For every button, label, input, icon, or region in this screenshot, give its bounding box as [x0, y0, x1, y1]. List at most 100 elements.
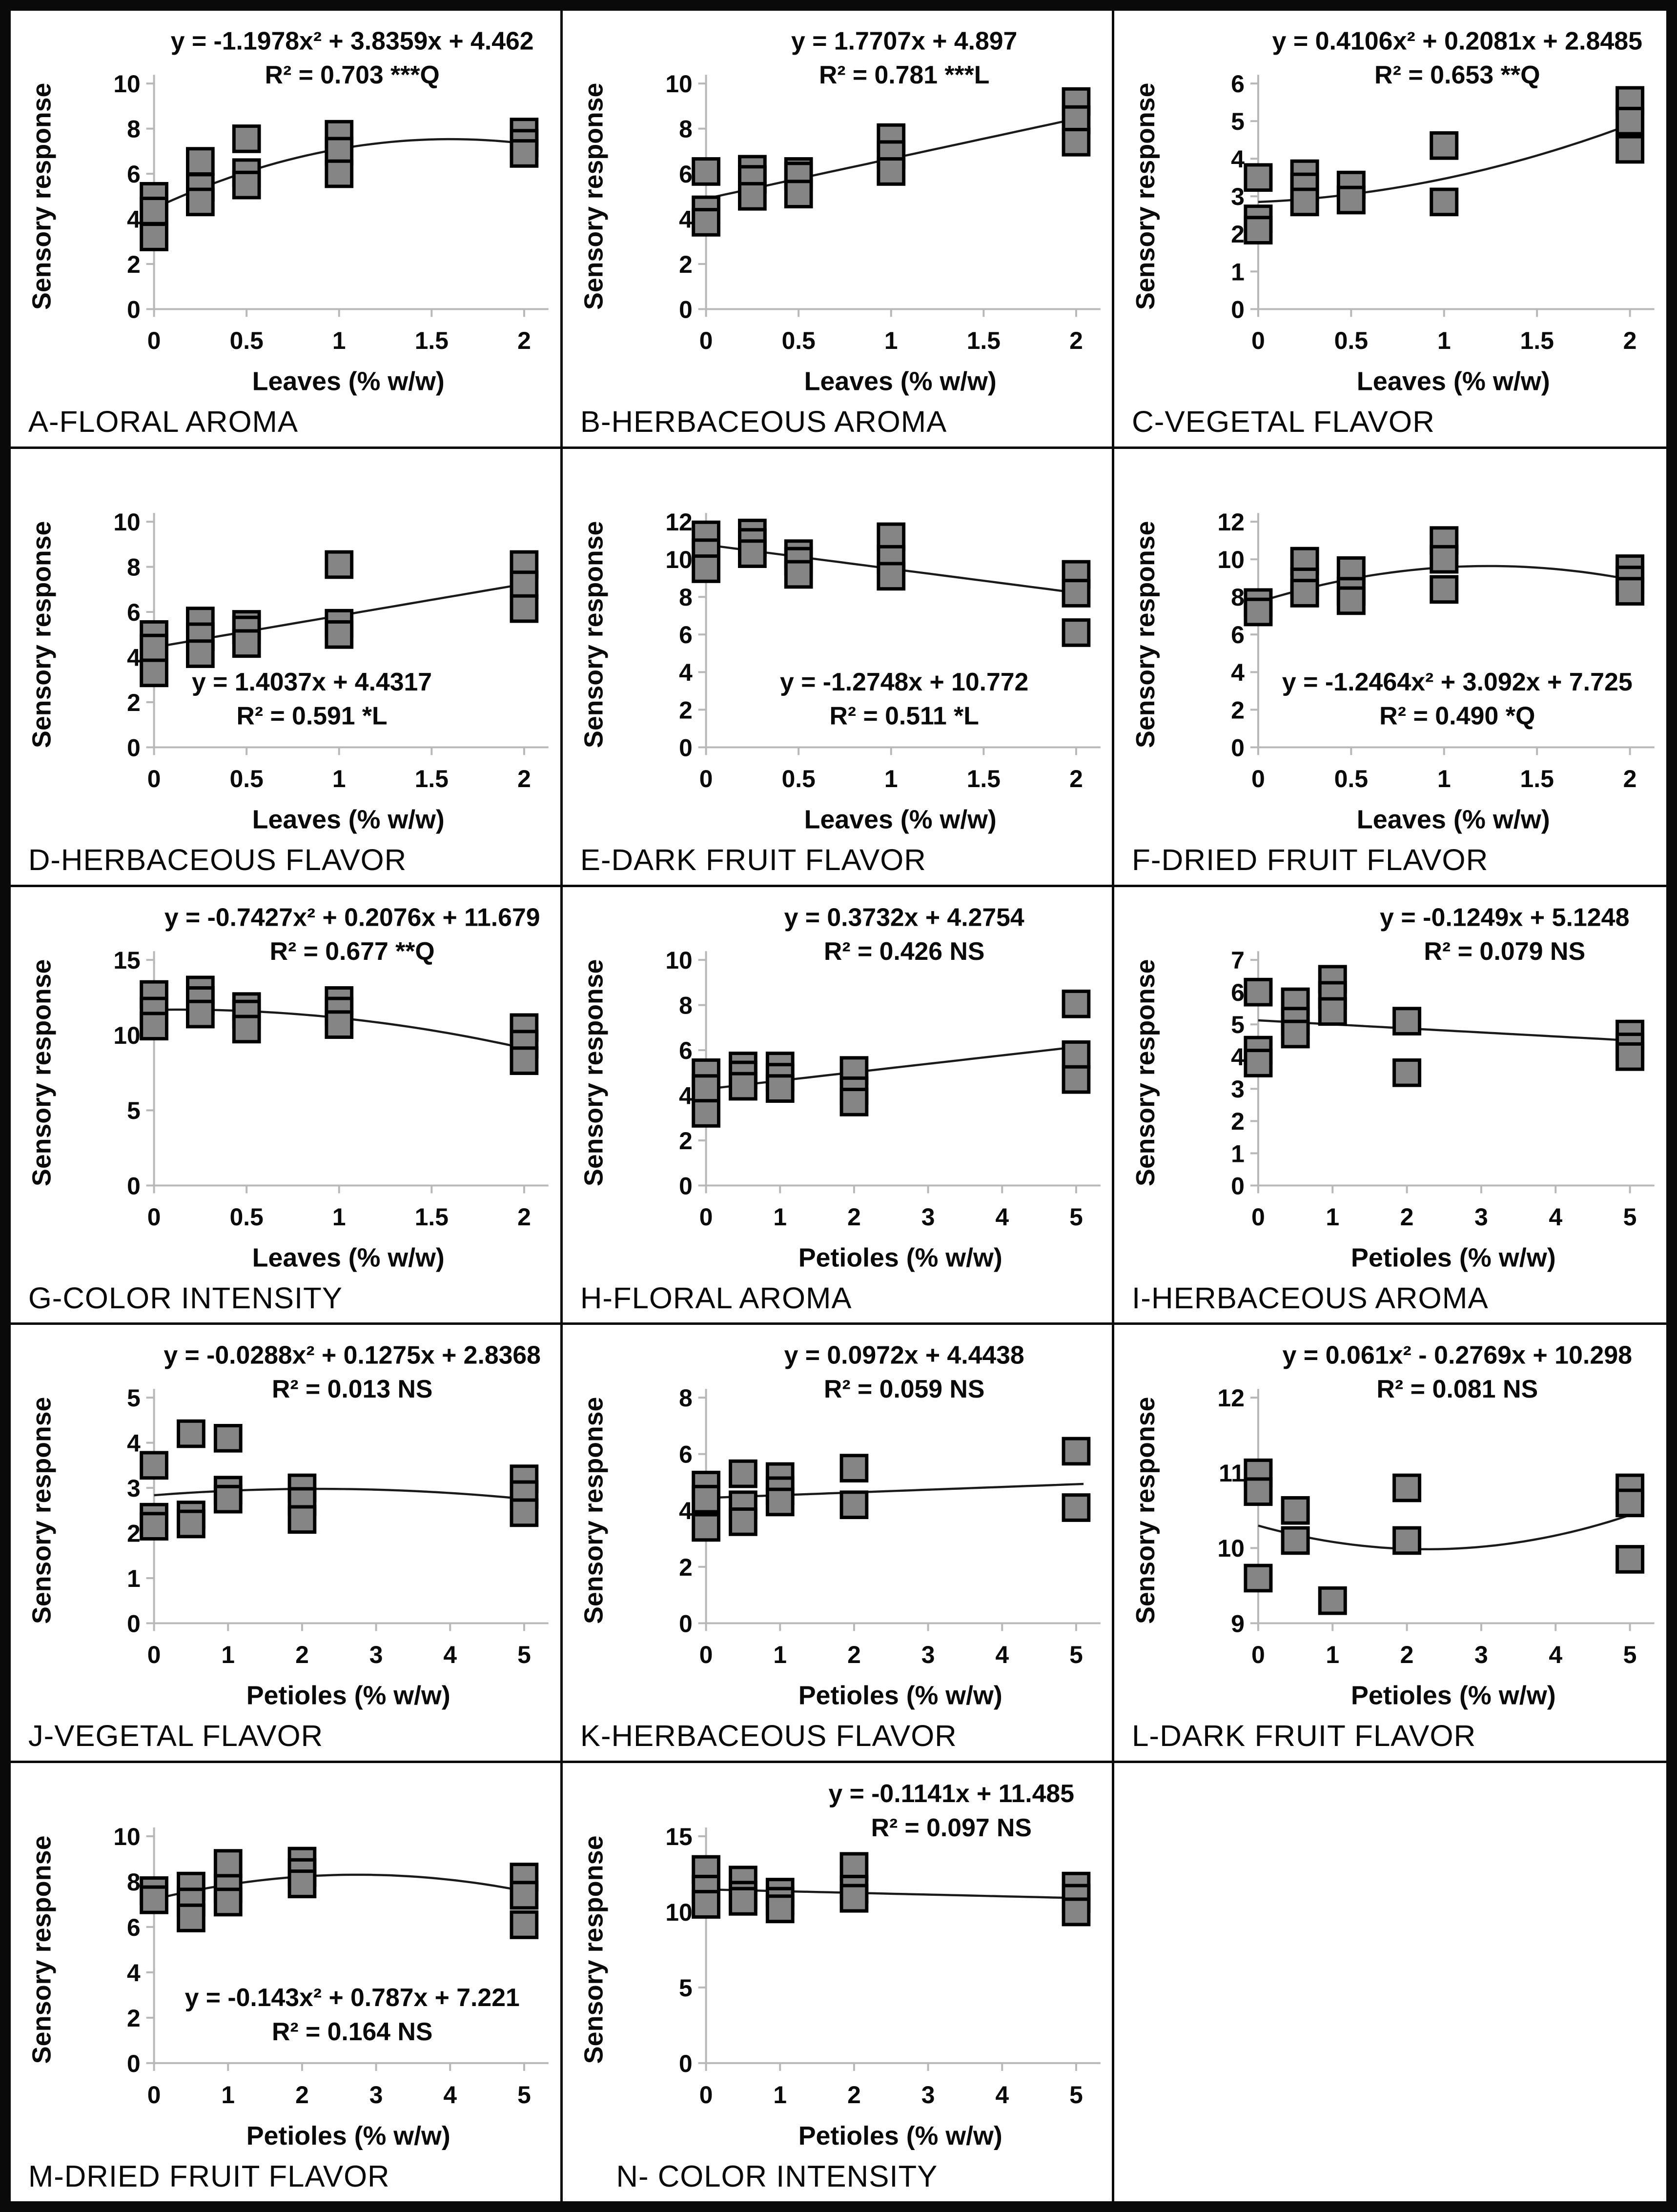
x-tick-label: 0	[1251, 1203, 1265, 1231]
x-tick-label: 1	[221, 2081, 235, 2109]
data-point-marker	[140, 223, 168, 251]
x-axis-title: Petioles (% w/w)	[798, 1243, 1002, 1272]
y-tick-label: 8	[679, 992, 693, 1019]
y-tick-label: 0	[679, 1610, 693, 1638]
r-squared-label: R² = 0.677 **Q	[270, 937, 435, 965]
y-tick-label: 3	[1231, 183, 1245, 210]
data-point-marker	[1616, 106, 1645, 136]
data-point-marker	[1062, 128, 1090, 157]
x-tick-label: 5	[1069, 1203, 1083, 1231]
y-tick-label: 6	[127, 599, 141, 626]
y-tick-label: 3	[127, 1475, 141, 1502]
equation-label: y = 0.4106x² + 0.2081x + 2.8485	[1272, 27, 1643, 55]
data-point-marker	[1062, 578, 1090, 608]
x-axis-title: Leaves (% w/w)	[1357, 805, 1550, 834]
equation-label: y = 0.061x² - 0.2769x + 10.298	[1283, 1341, 1633, 1369]
y-tick-label: 12	[665, 508, 692, 536]
y-tick-label: 2	[127, 1520, 141, 1547]
data-point-marker	[839, 1884, 868, 1913]
y-tick-label: 5	[679, 1974, 693, 2002]
x-axis-title: Petioles (% w/w)	[798, 1681, 1002, 1710]
trend-line	[706, 1045, 1084, 1090]
x-tick-label: 4	[1549, 1203, 1563, 1231]
x-tick-label: 0	[699, 1641, 713, 1668]
x-tick-label: 1	[1437, 327, 1451, 354]
x-tick-label: 1	[773, 1203, 787, 1231]
y-tick-label: 8	[127, 553, 141, 581]
x-tick-label: 0	[699, 765, 713, 792]
data-point-marker	[1062, 989, 1090, 1018]
data-point-marker	[140, 1512, 168, 1541]
data-point-marker	[177, 1510, 205, 1539]
y-tick-label: 15	[665, 1823, 692, 1850]
x-tick-label: 0.5	[781, 327, 815, 354]
y-tick-label: 0	[679, 734, 693, 761]
x-tick-label: 1	[773, 1641, 787, 1668]
y-tick-label: 4	[1231, 145, 1245, 173]
x-tick-label: 2	[1623, 765, 1637, 792]
data-point-marker	[232, 124, 261, 153]
data-point-marker	[1392, 1058, 1422, 1087]
data-point-marker	[1318, 1586, 1348, 1615]
y-tick-label: 1	[1231, 1140, 1245, 1167]
x-tick-label: 0	[147, 2081, 161, 2109]
panel-title: C-VEGETAL FLAVOR	[1132, 405, 1435, 439]
x-tick-label: 2	[1400, 1203, 1414, 1231]
x-tick-label: 1	[1437, 765, 1451, 792]
data-point-marker	[1062, 1040, 1090, 1069]
y-tick-label: 2	[1231, 696, 1245, 724]
panel-title: K-HERBACEOUS FLAVOR	[580, 1719, 957, 1753]
data-point-marker	[691, 1485, 720, 1514]
x-axis-title: Leaves (% w/w)	[252, 805, 445, 834]
data-point-marker	[1244, 1048, 1273, 1077]
y-tick-label: 12	[1218, 1385, 1245, 1412]
x-tick-label: 3	[921, 1203, 935, 1231]
y-tick-label: 5	[1231, 108, 1245, 135]
y-tick-label: 2	[127, 689, 141, 716]
y-tick-label: 6	[1231, 621, 1245, 649]
r-squared-label: R² = 0.097 NS	[871, 1813, 1031, 1842]
y-tick-label: 10	[113, 1022, 140, 1049]
y-tick-label: 6	[1231, 979, 1245, 1006]
y-tick-label: 4	[679, 205, 693, 233]
x-tick-label: 5	[517, 2081, 531, 2109]
y-tick-label: 6	[679, 161, 693, 188]
y-tick-label: 8	[1231, 584, 1245, 611]
panel-title: J-VEGETAL FLAVOR	[28, 1719, 323, 1753]
x-tick-label: 2	[1623, 327, 1637, 354]
data-point-marker	[1062, 1065, 1090, 1094]
y-tick-label: 10	[665, 947, 692, 974]
data-point-marker	[1430, 545, 1459, 574]
x-tick-label: 3	[921, 1641, 935, 1668]
data-point-marker	[877, 157, 905, 186]
empty-cell	[1114, 1763, 1666, 2201]
y-tick-label: 4	[1231, 1043, 1245, 1071]
x-tick-label: 2	[1400, 1641, 1414, 1668]
y-axis-title: Sensory response	[1131, 83, 1160, 310]
y-tick-label: 2	[1231, 221, 1245, 248]
y-tick-label: 11	[1219, 1460, 1245, 1487]
y-tick-label: 0	[127, 2050, 141, 2077]
y-tick-label: 12	[1218, 508, 1245, 536]
data-point-marker	[1244, 597, 1273, 627]
x-tick-label: 4	[995, 1203, 1009, 1231]
data-point-marker	[691, 1098, 720, 1128]
y-tick-label: 8	[679, 1384, 693, 1412]
x-tick-label: 4	[995, 1641, 1009, 1668]
x-tick-label: 0.5	[230, 765, 264, 792]
y-axis-title: Sensory response	[1131, 959, 1160, 1186]
y-tick-label: 1	[1231, 258, 1245, 285]
data-point-marker	[1430, 131, 1459, 160]
data-point-marker	[325, 159, 354, 188]
y-tick-label: 10	[113, 1823, 140, 1850]
data-point-marker	[691, 1513, 720, 1542]
